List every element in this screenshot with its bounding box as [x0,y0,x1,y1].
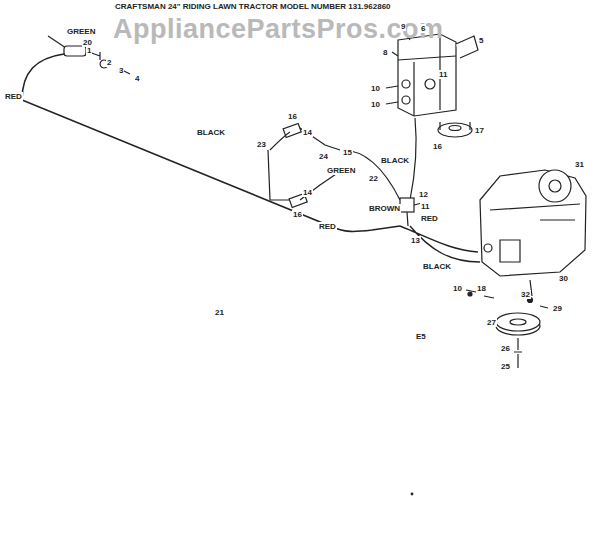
callout-number: 1 [86,46,92,55]
callout-number: 11 [420,202,430,211]
callout-number: 26 [500,344,511,353]
callout-number: 16 [287,112,298,121]
callout-number: 22 [368,174,379,183]
wire-color-label: RED [4,92,23,101]
callout-number: 4 [134,74,140,83]
callout-number: 23 [256,140,267,149]
wire-color-label: GREEN [326,166,356,175]
callout-number: 21 [214,308,225,317]
watermark: AppliancePartsPros.com [112,14,445,44]
wire-color-label: BLACK [422,262,452,271]
callout-number: 10 [370,84,381,93]
callout-number: 14 [302,128,313,137]
callout-number: 10 [452,284,463,293]
callout-number: 5 [478,36,484,45]
wire-color-label: E5 [415,332,427,341]
callout-number: 10 [370,100,381,109]
callout-number: 13 [410,236,421,245]
callout-number: 32 [520,290,531,299]
callout-number: 30 [558,274,569,283]
wire-color-label: BLACK [196,128,226,137]
callout-number: 9 [400,22,406,31]
wire-color-label: RED [420,214,439,223]
callout-number: 2 [106,58,112,67]
callout-number: 17 [474,126,485,135]
callout-number: 11 [438,70,448,79]
callout-number: 16 [432,142,443,151]
callout-number: 8 [382,48,388,57]
callout-number: 27 [486,318,497,327]
callout-number: 18 [476,284,487,293]
callout-number: 16 [292,210,303,219]
callout-number: 12 [418,190,429,199]
callout-number: 25 [500,362,511,371]
callout-number: 14 [302,188,313,197]
callout-number: 3 [118,66,124,75]
wire-color-label: GREEN [66,27,96,36]
callout-number: 31 [574,160,585,169]
callout-number: 29 [552,304,563,313]
diagram-title: CRAFTSMAN 24" RIDING LAWN TRACTOR MODEL … [115,2,391,12]
wire-color-label: BLACK [380,156,410,165]
callout-number: 15 [342,148,353,157]
callout-number: 6 [420,24,426,33]
wire-color-label: RED [318,222,337,231]
wire-color-label: BROWN [368,204,401,213]
callout-number: 24 [318,152,329,161]
